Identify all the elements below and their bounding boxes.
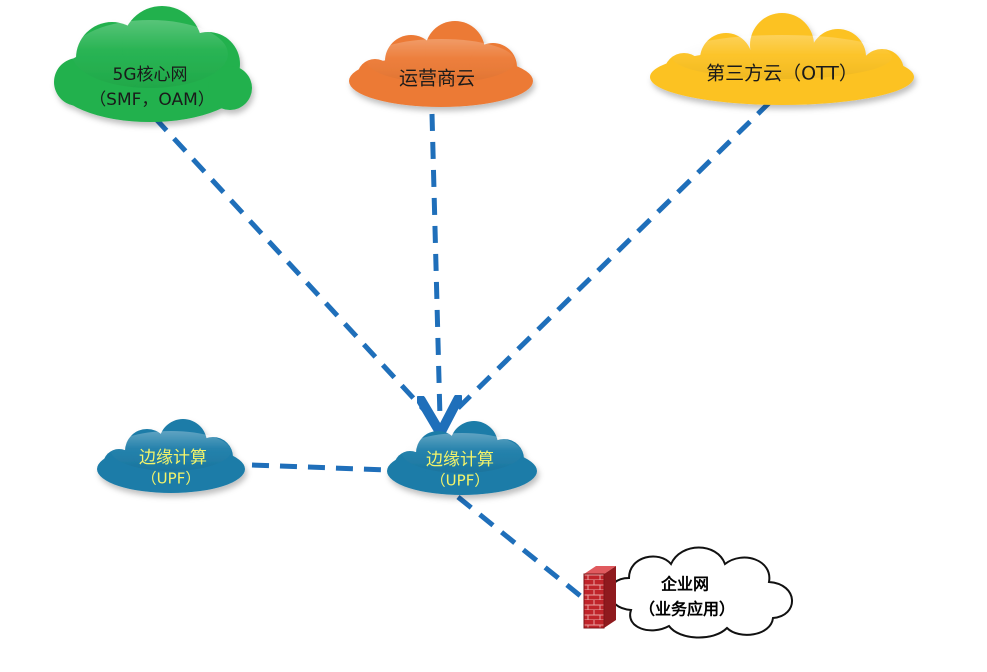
- link-core-to-edge: [153, 116, 430, 416]
- link-edge-left-to-edge-center: [251, 462, 389, 473]
- cloud-edge-center: [387, 421, 537, 495]
- edge-center-title: 边缘计算: [426, 450, 494, 470]
- cloud-core-network: [54, 6, 252, 122]
- connectors: [153, 100, 772, 600]
- operator-cloud-title: 运营商云: [399, 68, 475, 90]
- core-network-title: 5G核心网: [113, 65, 188, 85]
- cloud-third-party: [650, 13, 914, 105]
- edge-center-subtitle: （UPF）: [431, 472, 490, 490]
- cloud-enterprise: [608, 546, 793, 639]
- edge-left-title: 边缘计算: [139, 448, 207, 468]
- link-edge-to-enterprise: [456, 495, 585, 600]
- enterprise-title: 企业网: [660, 575, 709, 594]
- cloud-edge-left: [97, 419, 245, 493]
- third-party-cloud-title: 第三方云（OTT）: [706, 63, 858, 85]
- cloud-shape: [608, 546, 793, 639]
- cloud-operator: [349, 21, 533, 107]
- link-operator-to-edge: [432, 113, 440, 418]
- firewall-icon: [583, 566, 616, 629]
- link-ott-to-edge: [450, 100, 772, 416]
- enterprise-subtitle: （业务应用）: [639, 600, 735, 619]
- edge-left-subtitle: （UPF）: [142, 470, 201, 488]
- core-network-subtitle: （SMF，OAM）: [89, 90, 215, 110]
